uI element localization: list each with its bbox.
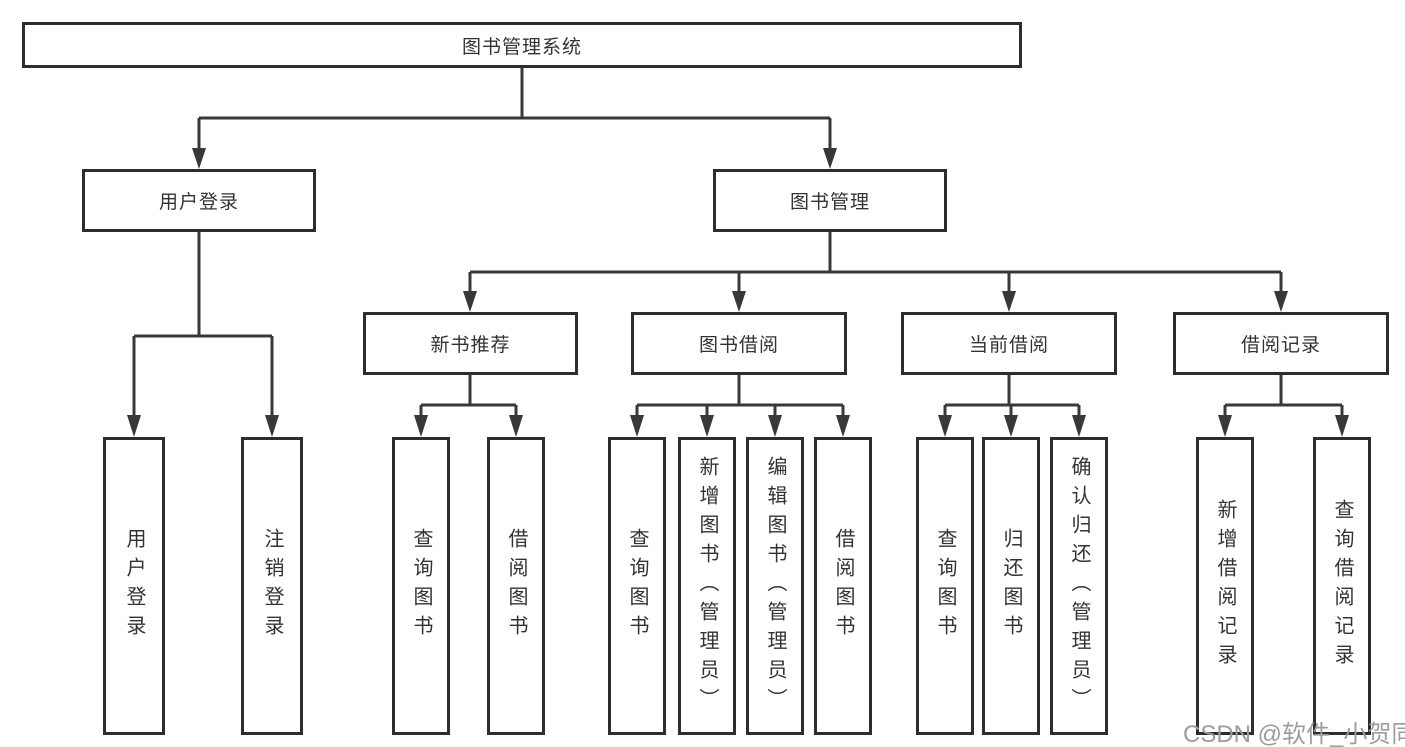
leaf-current-query-books: 查询图书 [916, 437, 974, 735]
node-user-login: 用户登录 [82, 169, 316, 232]
node-label: 用户登录 [158, 192, 239, 213]
arrowheads [127, 148, 1349, 437]
node-label: 图书管理系统 [461, 36, 582, 58]
leaf-label: 新增图书（管理员） [696, 455, 718, 717]
leaf-records-query-borrow-record: 查询借阅记录 [1313, 437, 1371, 735]
leaf-label: 借阅图书 [505, 528, 527, 644]
node-label: 当前借阅 [968, 335, 1049, 356]
leaf-borrowing-query-books: 查询图书 [608, 437, 666, 735]
leaf-logout: 注销登录 [241, 437, 303, 735]
leaf-records-add-borrow-record: 新增借阅记录 [1196, 437, 1254, 735]
leaf-current-return-books: 归还图书 [982, 437, 1040, 735]
leaf-label: 查询图书 [626, 528, 648, 644]
node-label: 图书管理 [789, 192, 870, 213]
node-library-management-system: 图书管理系统 [22, 22, 1022, 68]
leaf-current-confirm-return-admin: 确认归还（管理员） [1050, 437, 1108, 735]
leaf-user-login: 用户登录 [103, 437, 165, 735]
leaf-borrowing-add-books-admin: 新增图书（管理员） [678, 437, 736, 735]
leaf-label: 查询借阅记录 [1331, 499, 1353, 673]
leaf-borrowing-borrow-books: 借阅图书 [814, 437, 872, 735]
leaf-label: 注销登录 [261, 528, 283, 644]
node-label: 图书借阅 [698, 335, 779, 356]
node-book-borrowing: 图书借阅 [631, 312, 847, 375]
leaf-label: 用户登录 [123, 528, 145, 644]
node-current-borrowing: 当前借阅 [901, 312, 1117, 375]
node-new-book-recommend: 新书推荐 [363, 312, 578, 375]
leaf-label: 新增借阅记录 [1214, 499, 1236, 673]
leaf-borrowing-edit-books-admin: 编辑图书（管理员） [746, 437, 804, 735]
leaf-recommend-query-books: 查询图书 [392, 437, 450, 735]
leaf-label: 确认归还（管理员） [1068, 455, 1090, 717]
node-book-management: 图书管理 [713, 169, 947, 232]
node-borrowing-records: 借阅记录 [1173, 312, 1389, 375]
leaf-label: 查询图书 [410, 528, 432, 644]
leaf-label: 查询图书 [934, 528, 956, 644]
node-label: 新书推荐 [430, 335, 511, 356]
node-label: 借阅记录 [1240, 335, 1321, 356]
leaf-label: 借阅图书 [832, 528, 854, 644]
leaf-label: 归还图书 [1000, 528, 1022, 644]
leaf-label: 编辑图书（管理员） [764, 455, 786, 717]
leaf-recommend-borrow-books: 借阅图书 [487, 437, 545, 735]
